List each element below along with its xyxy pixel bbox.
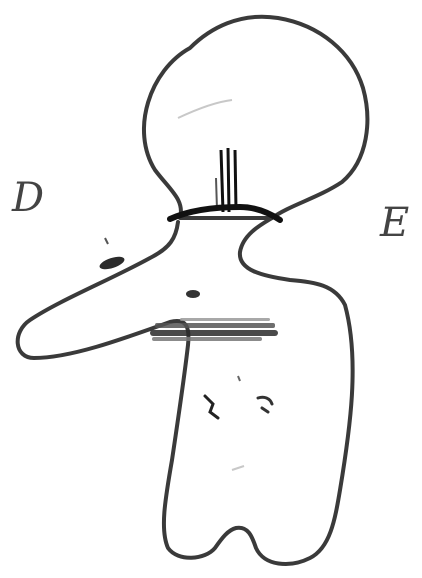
leg-faint-mark	[232, 466, 244, 470]
belly-marks	[205, 376, 272, 418]
belly-mark-right	[258, 397, 272, 412]
label-left: D	[12, 178, 44, 218]
neck-stroke	[235, 150, 236, 210]
smudge-stroke	[150, 330, 278, 336]
neck-stroke	[228, 148, 229, 212]
label-right: E	[380, 203, 409, 243]
shoulder-tick	[105, 238, 108, 244]
belly-mark-left	[205, 396, 218, 418]
neck-stroke	[221, 150, 223, 212]
shoulder-mark	[98, 254, 126, 272]
head-faint-mark	[178, 100, 232, 118]
body-outline	[18, 218, 353, 564]
smudge-stroke	[155, 323, 275, 328]
neck-marks	[216, 148, 236, 212]
smudge-stroke	[152, 337, 262, 341]
belly-dot	[238, 376, 240, 381]
smudge-stroke	[180, 318, 270, 321]
head-outline	[144, 17, 367, 218]
chest-dot	[186, 290, 200, 298]
